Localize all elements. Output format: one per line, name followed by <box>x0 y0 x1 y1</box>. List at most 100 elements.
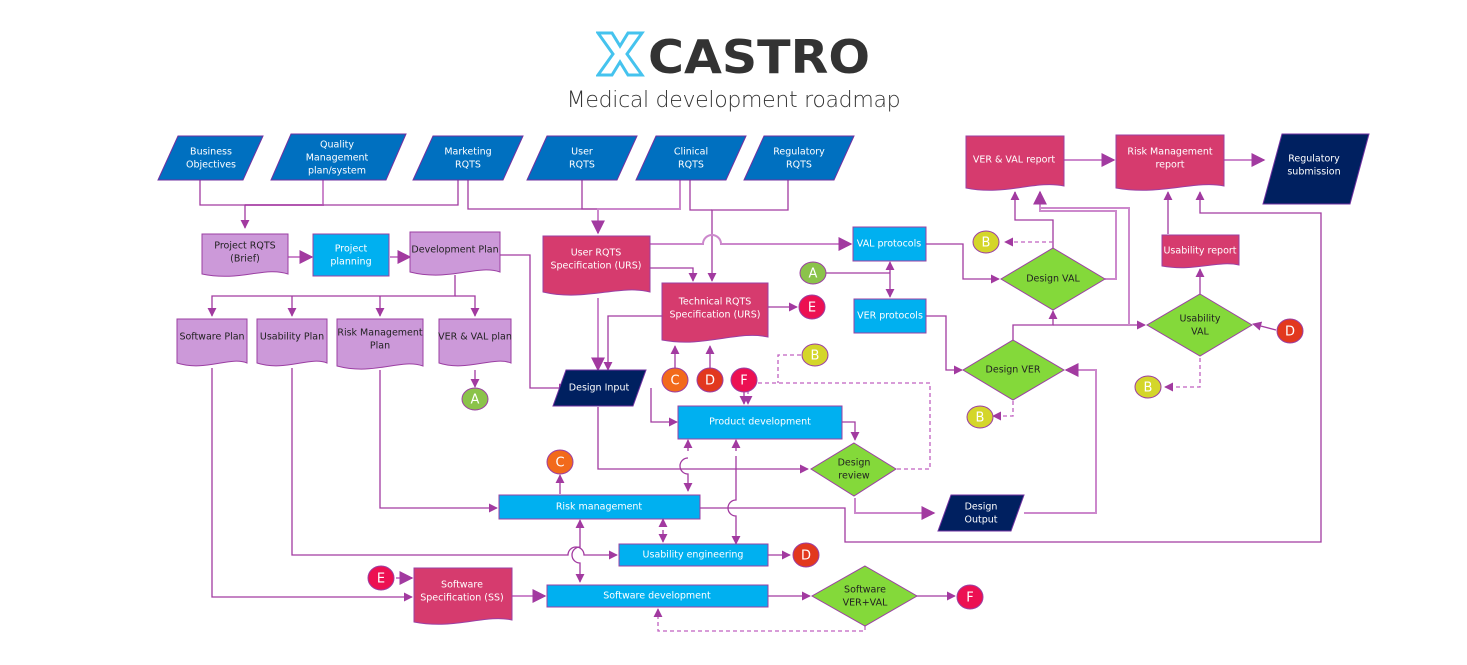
doc-ver-val-report: VER & VAL report <box>965 135 1065 191</box>
svg-text:(Brief): (Brief) <box>230 254 260 265</box>
svg-text:VER & VAL plan: VER & VAL plan <box>438 332 512 343</box>
connector-d-2: D <box>1276 318 1304 344</box>
doc-technical-rqts-spec: Technical RQTS Specification (URS) <box>661 282 769 343</box>
doc-usability-report: Usability report <box>1161 234 1240 269</box>
io-design-input: Design Input <box>552 369 647 407</box>
svg-text:C: C <box>670 374 679 389</box>
svg-text:Design VER: Design VER <box>986 365 1041 376</box>
svg-text:Development Plan: Development Plan <box>411 245 498 256</box>
svg-text:Software: Software <box>441 580 483 591</box>
svg-text:Design VAL: Design VAL <box>1026 274 1080 285</box>
input-marketing-rqts: Marketing RQTS <box>412 135 524 181</box>
svg-text:F: F <box>740 374 747 389</box>
svg-text:Plan: Plan <box>370 341 390 352</box>
svg-text:D: D <box>705 374 715 389</box>
svg-text:RQTS: RQTS <box>678 160 704 171</box>
svg-text:Quality: Quality <box>320 140 354 151</box>
svg-text:VAL: VAL <box>1191 327 1209 338</box>
svg-text:E: E <box>808 301 816 316</box>
svg-text:planning: planning <box>330 257 371 268</box>
svg-text:Technical RQTS: Technical RQTS <box>678 297 752 308</box>
svg-text:Regulatory: Regulatory <box>773 147 825 158</box>
svg-text:B: B <box>1144 381 1153 396</box>
svg-text:RQTS: RQTS <box>569 160 595 171</box>
svg-text:Usability report: Usability report <box>1163 246 1236 257</box>
svg-text:Design Input: Design Input <box>569 383 630 394</box>
svg-text:F: F <box>966 591 973 606</box>
svg-text:B: B <box>982 236 991 251</box>
logo-x-mark-icon <box>596 31 645 77</box>
logo-text: CASTRO <box>648 30 870 78</box>
svg-text:Specification (URS): Specification (URS) <box>669 310 760 321</box>
doc-risk-management-report: Risk Management report <box>1115 134 1225 191</box>
process-ver-protocols: VER protocols <box>853 298 927 334</box>
doc-software-spec: Software Specification (SS) <box>413 567 513 625</box>
svg-text:Specification (SS): Specification (SS) <box>420 593 504 604</box>
svg-text:Business: Business <box>190 147 232 158</box>
connector-c-2: C <box>546 449 574 475</box>
input-business-objectives: Business Objectives <box>157 135 264 181</box>
process-software-development: Software development <box>546 584 769 608</box>
input-quality-management: Quality Management plan/system <box>270 133 407 181</box>
svg-text:RQTS: RQTS <box>455 160 481 171</box>
svg-text:Specification (URS): Specification (URS) <box>550 261 641 272</box>
svg-text:VER & VAL report: VER & VAL report <box>973 155 1056 166</box>
svg-text:C: C <box>555 456 564 471</box>
svg-text:A: A <box>809 267 818 282</box>
input-clinical-rqts: Clinical RQTS <box>635 135 747 181</box>
svg-text:B: B <box>811 349 820 364</box>
svg-text:Usability: Usability <box>1179 314 1220 325</box>
svg-text:VER+VAL: VER+VAL <box>843 598 888 609</box>
svg-text:Output: Output <box>965 515 998 526</box>
io-design-output: Design Output <box>937 494 1025 532</box>
decision-design-val: Design VAL <box>1000 247 1106 311</box>
decision-design-ver: Design VER <box>962 339 1065 401</box>
svg-text:review: review <box>838 471 870 482</box>
doc-ver-val-plan: VER & VAL plan <box>438 318 512 367</box>
connector-e-1: E <box>798 294 826 320</box>
svg-text:D: D <box>801 549 811 564</box>
svg-text:submission: submission <box>1287 167 1340 178</box>
page-subtitle: Medical development roadmap <box>566 88 901 113</box>
svg-text:Clinical: Clinical <box>674 147 708 158</box>
process-product-development: Product development <box>677 405 843 440</box>
svg-text:A: A <box>471 393 480 408</box>
svg-text:VER protocols: VER protocols <box>857 311 923 322</box>
decision-usability-val: Usability VAL <box>1146 293 1253 357</box>
svg-text:VAL protocols: VAL protocols <box>857 239 921 250</box>
connector-b-1: B <box>972 230 1000 254</box>
process-val-protocols: VAL protocols <box>852 226 927 262</box>
connector-f-2: F <box>956 584 984 610</box>
svg-text:B: B <box>976 411 985 426</box>
svg-text:Software: Software <box>844 585 886 596</box>
svg-text:Regulatory: Regulatory <box>1288 154 1340 165</box>
connector-a-1: A <box>461 387 489 411</box>
svg-text:Design: Design <box>838 458 871 469</box>
process-risk-management: Risk management <box>498 494 701 520</box>
svg-text:User: User <box>571 147 593 158</box>
svg-text:Usability engineering: Usability engineering <box>643 550 744 561</box>
svg-text:RQTS: RQTS <box>786 160 812 171</box>
edges <box>199 153 1322 632</box>
svg-text:E: E <box>377 572 385 587</box>
svg-text:Risk management: Risk management <box>556 502 643 513</box>
svg-text:Marketing: Marketing <box>444 147 491 158</box>
input-user-rqts: User RQTS <box>526 135 638 181</box>
process-usability-engineering: Usability engineering <box>618 543 769 567</box>
decision-design-review: Design review <box>810 442 897 497</box>
svg-text:Product development: Product development <box>709 417 811 428</box>
doc-development-plan: Development Plan <box>409 231 501 276</box>
decision-software-ver-val: Software VER+VAL <box>810 565 919 627</box>
svg-text:D: D <box>1285 325 1295 340</box>
input-regulatory-rqts: Regulatory RQTS <box>743 135 855 181</box>
svg-text:Software Plan: Software Plan <box>179 332 244 343</box>
svg-text:User RQTS: User RQTS <box>571 248 622 259</box>
svg-text:report: report <box>1155 160 1184 171</box>
svg-text:Usability Plan: Usability Plan <box>260 332 324 343</box>
doc-software-plan: Software Plan <box>176 318 248 367</box>
connector-c-1: C <box>661 367 689 393</box>
svg-text:Objectives: Objectives <box>186 160 236 171</box>
svg-text:Risk Management: Risk Management <box>1127 147 1213 158</box>
svg-text:Software development: Software development <box>603 591 711 602</box>
